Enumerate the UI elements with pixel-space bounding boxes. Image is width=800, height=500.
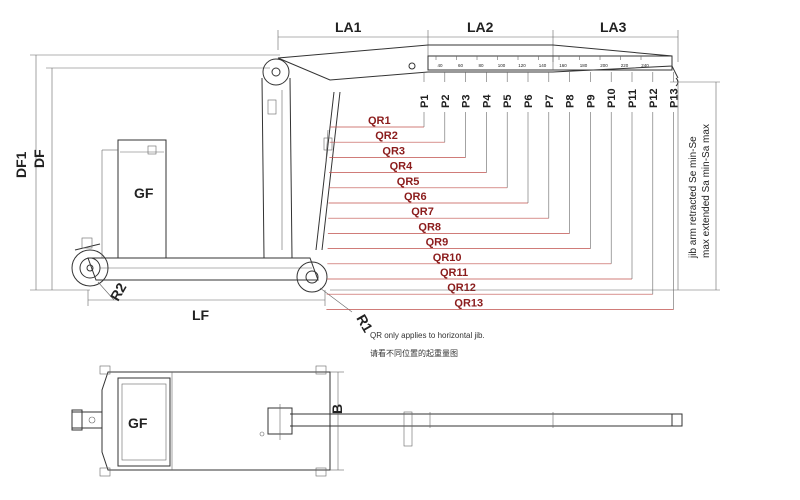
la2-label: LA2: [467, 19, 494, 35]
jib-extended-label: max extended Sa min-Sa max: [701, 124, 712, 258]
scale-tick-label: 220: [621, 63, 629, 68]
scale-tick-label: 80: [478, 63, 484, 68]
qr-capacity-lines: QR1QR2QR3QR4QR5QR6QR7QR8QR9QR10QR11QR12Q…: [326, 112, 674, 310]
qr-label: QR3: [382, 145, 405, 157]
position-label: P11: [627, 89, 639, 108]
qr-label: QR12: [447, 282, 476, 294]
jib-arm: 40 60 80 100 120 140 160 180 200 220 240: [262, 44, 679, 87]
qr-label: QR1: [368, 115, 391, 127]
position-label: P2: [440, 95, 452, 108]
scale-tick-label: 120: [518, 63, 526, 68]
b-label: B: [329, 404, 345, 414]
r2-label: R2: [107, 280, 130, 304]
gf-side-label: GF: [134, 185, 154, 201]
scale-tick-label: 160: [559, 63, 567, 68]
position-label: P12: [648, 88, 660, 108]
qr-label: QR9: [426, 237, 449, 249]
scale-tick-label: 180: [580, 63, 588, 68]
df1-label: DF1: [13, 151, 29, 178]
r1-label: R1: [353, 312, 376, 336]
la1-label: LA1: [335, 19, 362, 35]
note-chinese: 请看不同位置的起重量图: [370, 348, 458, 358]
qr-label: QR4: [390, 161, 414, 173]
length-dimensions: LA1 LA2 LA3: [277, 19, 679, 62]
scale-tick-label: 100: [498, 63, 506, 68]
lf-label: LF: [192, 307, 210, 323]
position-label: P6: [523, 95, 535, 108]
height-dimensions: DF1 DF: [13, 54, 280, 291]
qr-label: QR11: [440, 267, 468, 279]
scale-tick-label: 140: [539, 63, 547, 68]
chassis-side: GF: [71, 139, 328, 293]
qr-label: QR2: [375, 130, 398, 142]
position-label: P3: [461, 95, 473, 108]
qr-label: QR6: [404, 191, 427, 203]
extension-dimensions: jib arm retracted Se min-Se max extended…: [330, 81, 720, 291]
load-positions: P1 P2 P3 P4 P5 P6 P7 P8 P9 P10 P11 P12 P13: [419, 72, 681, 108]
note-english: QR only applies to horizontal jib.: [370, 331, 485, 340]
gf-top-label: GF: [128, 415, 148, 431]
base-dimensions: LF R2 R1: [87, 280, 376, 336]
mast: [261, 77, 341, 259]
position-label: P7: [544, 95, 556, 108]
position-label: P9: [585, 95, 597, 108]
position-label: P13: [669, 88, 681, 108]
scale-tick-label: 240: [641, 63, 649, 68]
scale-tick-label: 60: [458, 63, 464, 68]
position-label: P1: [419, 95, 431, 108]
qr-label: QR8: [418, 221, 441, 233]
position-label: P10: [606, 88, 618, 108]
la3-label: LA3: [600, 19, 627, 35]
qr-label: QR5: [397, 176, 420, 188]
scale-tick-label: 40: [437, 63, 443, 68]
position-label: P5: [502, 95, 514, 108]
qr-label: QR10: [433, 252, 462, 264]
position-label: P4: [481, 94, 493, 108]
qr-label: QR7: [411, 206, 434, 218]
jib-retracted-label: jib arm retracted Se min-Se: [688, 136, 699, 259]
qr-label: QR13: [454, 297, 483, 309]
position-label: P8: [565, 95, 577, 108]
scale-tick-label: 200: [600, 63, 608, 68]
top-view: GF B: [71, 365, 683, 477]
df-label: DF: [31, 149, 47, 168]
